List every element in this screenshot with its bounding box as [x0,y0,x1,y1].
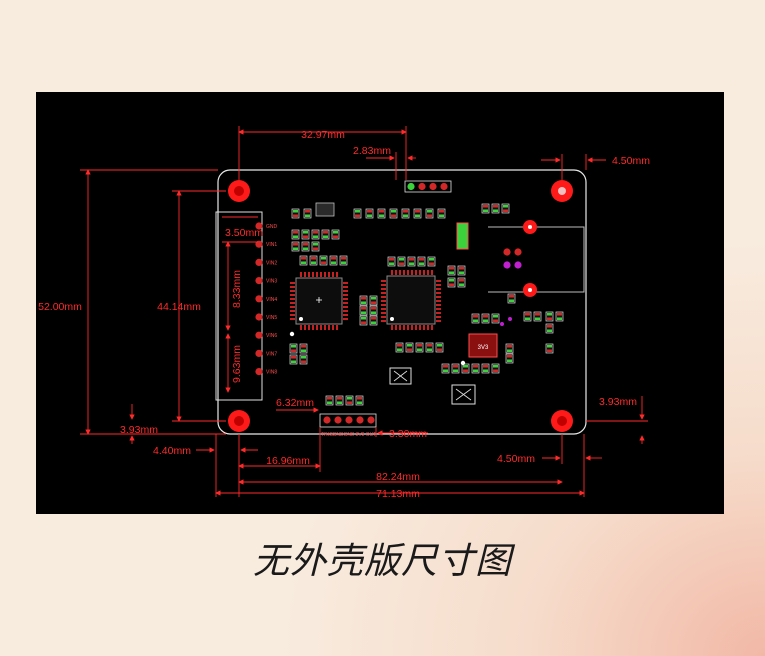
terminal-pin-label: VIN6 [266,333,277,339]
dim-pin-span-a: 8.33mm [231,270,243,308]
dim-bottom-left-offset: 4.40mm [153,445,191,457]
terminal-pin-label: GND [266,224,278,230]
mount-hole-bottom-left [228,410,250,432]
terminal-pin-label: VIN7 [266,351,277,357]
terminal-pin [255,313,263,321]
dim-board-width: 71.13mm [376,488,420,500]
dim-height-inner: 44.14mm [157,301,201,313]
dim-hole-offset-right: 3.93mm [599,396,637,408]
figure-caption: 无外壳版尺寸图 [252,541,512,582]
mount-hole-top-right [551,180,573,202]
terminal-pin [255,331,263,339]
crystal [456,222,469,250]
dim-connector-width: 3.30mm [389,428,427,440]
right-connector-outline [488,226,585,293]
inductor-2 [451,384,476,405]
dim-header-offset: 2.83mm [353,145,391,157]
terminal-pin [255,349,263,357]
top-header [404,180,452,193]
dim-pin-pitch-top: 3.50mm [225,227,263,239]
dim-right-top-offset: 4.50mm [612,155,650,167]
bottom-pin-label: OUT [366,432,377,438]
dim-height-total: 52.00mm [38,301,82,313]
terminal-pin-label: VIN4 [266,297,277,303]
terminal-pin [255,295,263,303]
left-terminal-block [215,211,263,401]
terminal-pin [255,258,263,266]
dim-pin-span-b: 9.63mm [231,345,243,383]
board-outline [217,169,587,435]
bottom-pin-label: TRIG [321,432,333,438]
terminal-pin-label: VIN3 [266,279,277,285]
dim-hole-offset-left: 3.93mm [120,424,158,436]
dim-bottom-right-offset: 4.50mm [497,453,535,465]
bottom-pin-label: GND [332,432,344,438]
svg-text:3V3: 3V3 [478,345,489,351]
bottom-pin-label: 3V3 [356,432,365,438]
terminal-pin-label: VIN2 [266,260,277,266]
terminal-pin [255,368,263,376]
mount-hole-top-left [228,180,250,202]
right-connector-pads [503,220,537,297]
terminal-pin [255,222,263,230]
mcu-chip-right [386,275,436,325]
dim-connector-offset: 6.32mm [276,397,314,409]
smd-components [289,202,564,406]
dim-hole-span: 82.24mm [376,471,420,483]
terminal-pin-label: VIN8 [266,370,277,376]
terminal-pin-label: VIN5 [266,315,277,321]
inductor-1 [389,367,412,385]
bottom-connector [319,413,377,428]
mcu-chip-left [295,277,343,325]
dim-top-span: 32.97mm [301,129,345,141]
power-chip: 3V3 [468,333,498,358]
mount-hole-bottom-right [551,410,573,432]
terminal-pin [255,277,263,285]
terminal-pin-label: VIN1 [266,242,277,248]
bottom-pin-label: GND [343,432,355,438]
dim-connector-span: 16.96mm [266,455,310,467]
